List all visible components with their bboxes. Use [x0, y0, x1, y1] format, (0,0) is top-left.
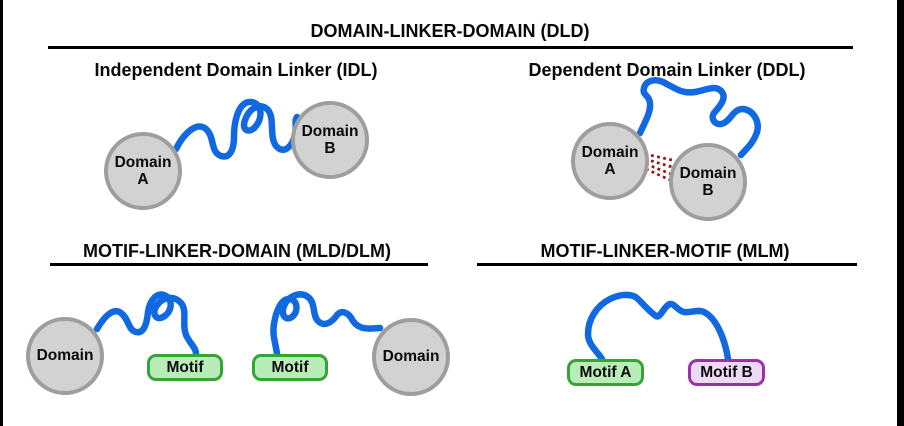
contact-dash-2: [644, 157, 673, 169]
ddl-title: Dependent Domain Linker (DDL): [528, 60, 806, 80]
idl-title: Independent Domain Linker (IDL): [94, 60, 378, 80]
mld-motif-2-box: Motif: [252, 354, 328, 381]
ddl-domain-a-circle: Domain A: [571, 122, 649, 200]
mlm-linker-squiggle: [584, 291, 732, 363]
contact-dash-1: [644, 152, 673, 162]
mld-title: MOTIF-LINKER-DOMAIN (MLD/DLM): [83, 241, 391, 261]
mld-linker-squiggle-left: [93, 291, 200, 358]
contact-dash-4: [645, 167, 671, 182]
mld-motif-1-box: Motif: [147, 354, 223, 381]
mld-linker-squiggle-right: [270, 291, 384, 358]
mlm-title-rule: [477, 263, 857, 266]
idl-domain-b-circle: Domain B: [291, 101, 369, 179]
ddl-domain-contact-dashes: [644, 152, 673, 182]
mld-title-rule: [50, 263, 428, 266]
mlm-title: MOTIF-LINKER-MOTIF (MLM): [540, 241, 790, 261]
right-border-bar: [897, 0, 904, 426]
mld-domain-right-circle: Domain: [372, 318, 450, 396]
ddl-domain-b-circle: Domain B: [669, 143, 747, 221]
main-title-rule: [48, 46, 853, 49]
main-title: DOMAIN-LINKER-DOMAIN (DLD): [310, 21, 590, 41]
left-border-bar: [0, 0, 3, 426]
idl-linker-squiggle: [172, 98, 301, 160]
mlm-motif-a-box: Motif A: [567, 359, 644, 386]
mlm-motif-b-box: Motif B: [688, 359, 765, 386]
mld-domain-left-circle: Domain: [26, 317, 104, 395]
idl-domain-a-circle: Domain A: [104, 132, 182, 210]
contact-dash-3: [645, 162, 672, 176]
ddl-linker-squiggle: [636, 77, 761, 159]
